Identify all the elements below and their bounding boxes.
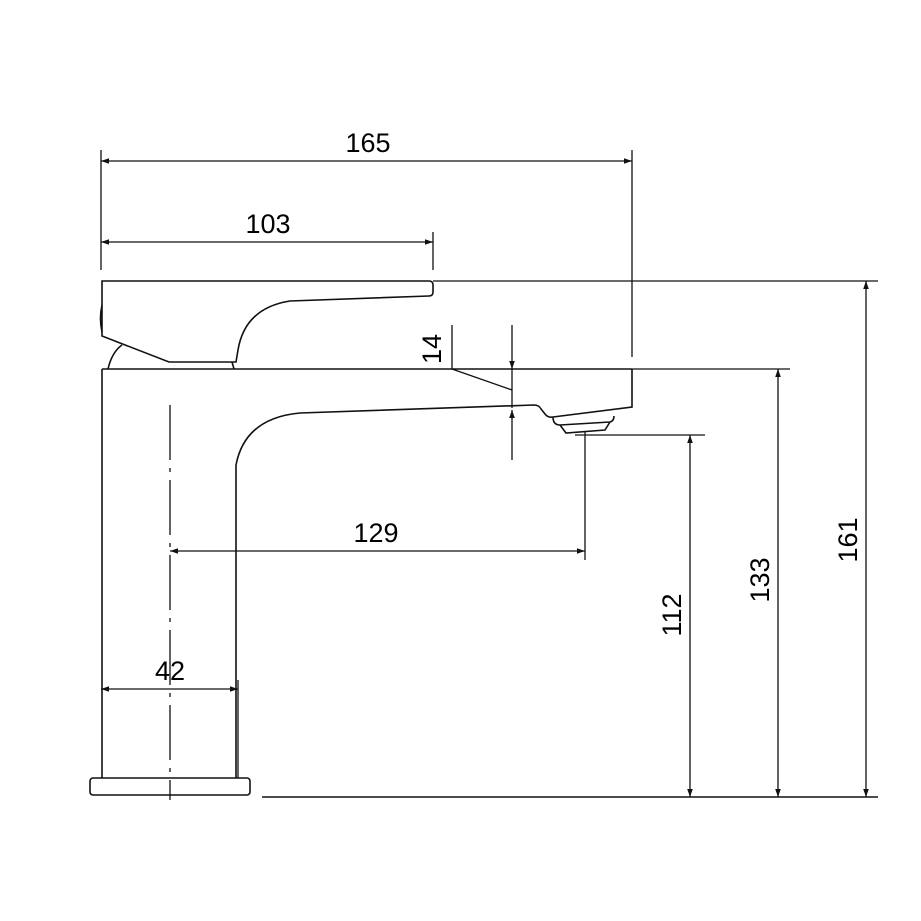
extension-lines [100, 150, 878, 778]
dim-label-129: 129 [353, 518, 398, 548]
dim-label-161: 161 [833, 517, 863, 562]
dim-label-165: 165 [345, 128, 390, 158]
dim-label-133: 133 [745, 557, 775, 602]
dim-label-103: 103 [245, 209, 290, 239]
base-outline [89, 777, 878, 798]
dim-label-42: 42 [155, 656, 185, 686]
dim-label-14: 14 [417, 334, 447, 364]
body-outline [101, 368, 633, 778]
dim-label-112: 112 [657, 593, 687, 636]
handle-outline [99, 280, 434, 370]
